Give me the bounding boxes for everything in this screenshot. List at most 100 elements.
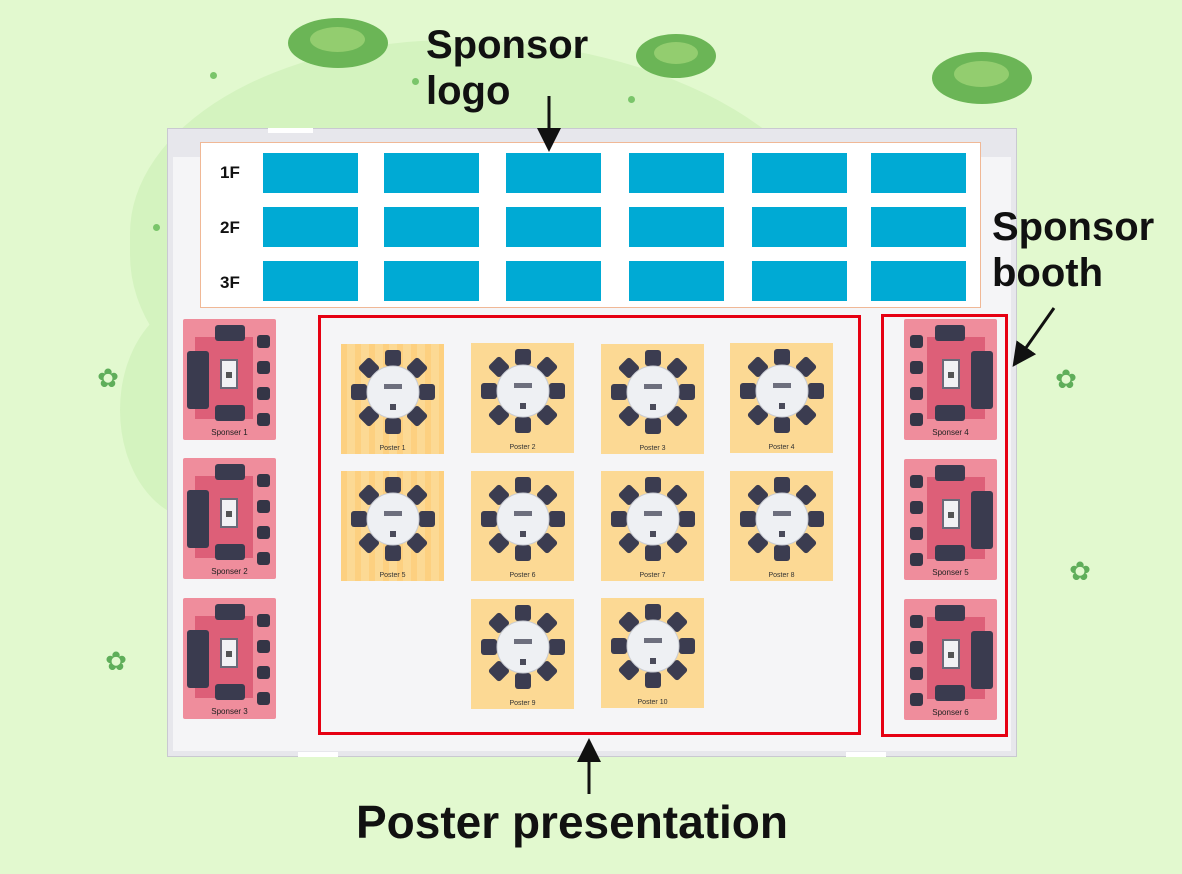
table-top: [626, 365, 680, 419]
booth-sofa: [187, 351, 209, 409]
chair: [406, 405, 428, 427]
booth-stool: [910, 387, 923, 400]
logo-slot: [871, 261, 966, 301]
sponsor-booth-area: [881, 314, 1008, 737]
booth-stool: [257, 361, 270, 374]
logo-slot: [629, 153, 724, 193]
booth-stool: [910, 615, 923, 628]
poster-label: Poster 2: [509, 444, 536, 451]
chair: [488, 660, 510, 682]
floor-label: 1F: [220, 163, 240, 182]
chair: [515, 673, 531, 689]
logo-slot: [384, 207, 479, 247]
booth-chair: [215, 544, 245, 560]
leaf-icon: ✿: [97, 364, 119, 394]
chair: [618, 532, 640, 554]
laptop-icon: [644, 384, 662, 389]
booth-stool: [910, 475, 923, 488]
booth-stool: [257, 552, 270, 565]
bush-icon: [636, 34, 716, 78]
booth-sofa: [971, 351, 993, 409]
table-top: [496, 492, 550, 546]
sponsor-booth-5: Sponser 5: [904, 459, 997, 580]
annotation-line: Sponsor: [992, 205, 1155, 249]
chair: [666, 611, 688, 633]
chair: [666, 357, 688, 379]
logo-slot: [752, 153, 847, 193]
decor-dot: [210, 72, 217, 79]
poster-label: Poster 9: [509, 700, 536, 707]
door: [846, 752, 886, 757]
chair: [358, 357, 380, 379]
booth-chair: [935, 545, 965, 561]
poster-tile-3: Poster 3: [601, 344, 704, 454]
chair: [618, 484, 640, 506]
logo-slot: [752, 207, 847, 247]
booth-table: [942, 499, 960, 529]
poster-tile-9: Poster 9: [471, 599, 574, 709]
chair: [679, 638, 695, 654]
chair: [488, 404, 510, 426]
annotation-line: booth: [992, 251, 1104, 295]
booth-sofa: [971, 631, 993, 689]
logo-slot: [506, 153, 601, 193]
booth-table: [220, 498, 238, 528]
chair: [774, 545, 790, 561]
poster-presentation-area: [318, 315, 861, 735]
chair: [536, 484, 558, 506]
cup-icon: [650, 658, 656, 664]
chair: [385, 477, 401, 493]
chair: [549, 511, 565, 527]
round-table-icon: [740, 477, 824, 561]
chair: [795, 532, 817, 554]
booth-label: Sponser 3: [211, 707, 248, 716]
poster-label: Poster 6: [509, 572, 536, 579]
laptop-icon: [773, 383, 791, 388]
chair: [536, 356, 558, 378]
poster-label: Poster 8: [768, 572, 795, 579]
booth-label: Sponser 2: [211, 567, 248, 576]
logo-slot: [871, 153, 966, 193]
booth-stool: [257, 474, 270, 487]
chair: [679, 384, 695, 400]
poster-presentation-annotation: Poster presentation: [356, 796, 788, 848]
chair: [666, 484, 688, 506]
booth-chair: [215, 684, 245, 700]
chair: [645, 545, 661, 561]
table-top: [496, 620, 550, 674]
cup-icon: [390, 531, 396, 537]
booth-sofa: [187, 490, 209, 548]
round-table-icon: [351, 477, 435, 561]
chair: [481, 511, 497, 527]
poster-tile-8: Poster 8: [730, 471, 833, 581]
booth-stool: [257, 413, 270, 426]
chair: [549, 383, 565, 399]
chair: [795, 356, 817, 378]
chair: [611, 384, 627, 400]
booth-label: Sponser 4: [932, 428, 969, 437]
chair: [536, 532, 558, 554]
chair: [774, 349, 790, 365]
logo-slot: [263, 261, 358, 301]
chair: [774, 417, 790, 433]
table-top: [496, 364, 550, 418]
booth-stool: [910, 553, 923, 566]
sponsor-booth-annotation: Sponsor booth: [992, 204, 1154, 296]
chair: [385, 350, 401, 366]
table-top: [366, 365, 420, 419]
decor-dot: [153, 224, 160, 231]
sponsor-logo-panel: 1F 2F 3F: [200, 142, 981, 308]
chair: [549, 639, 565, 655]
table-top: [755, 492, 809, 546]
booth-table: [942, 359, 960, 389]
chair: [747, 404, 769, 426]
laptop-icon: [384, 384, 402, 389]
laptop-icon: [644, 511, 662, 516]
poster-label: Poster 4: [768, 444, 795, 451]
booth-chair: [215, 604, 245, 620]
cup-icon: [390, 404, 396, 410]
chair: [385, 418, 401, 434]
chair: [747, 356, 769, 378]
sponsor-booth-3: Sponser 3: [183, 598, 276, 719]
